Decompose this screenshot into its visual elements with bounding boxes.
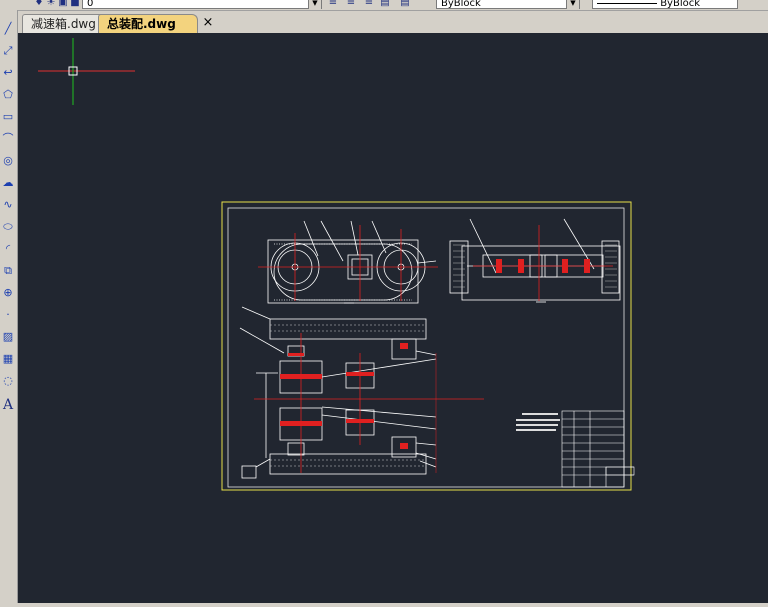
plan-center-lines xyxy=(254,333,484,473)
tab-reducer-dwg[interactable]: 减速箱.dwg xyxy=(22,14,115,33)
linetype-dropdown[interactable]: ByBlock xyxy=(592,0,738,9)
drawing-frame xyxy=(221,201,632,491)
drawing-svg xyxy=(38,38,635,491)
ellipse-icon[interactable]: ⬭ xyxy=(3,220,13,233)
tab-label: 减速箱.dwg xyxy=(31,17,96,31)
layer-color-icon[interactable]: ■ xyxy=(70,0,80,8)
layer-freeze-icon[interactable]: ☀ xyxy=(46,0,56,8)
draw-toolbar: ╱ ⤢ ↩ ⬠ ▭ ⌒ ◎ ☁ ∿ ⬭ ◜ ⧉ ⊕ · ▨ ▦ ◌ A xyxy=(0,10,18,603)
plan-red-parts xyxy=(280,343,408,449)
linetype-preview xyxy=(597,2,657,4)
point-icon[interactable]: · xyxy=(6,308,10,321)
shaft-side-view xyxy=(449,218,621,303)
document-tab-bar: 减速箱.dwg 总装配.dwg × xyxy=(18,12,768,33)
insert-block-icon[interactable]: ⧉ xyxy=(4,264,12,277)
line-icon[interactable]: ╱ xyxy=(4,22,12,35)
color-dropdown[interactable]: ByBlock ▼ xyxy=(436,0,580,9)
gradient-icon[interactable]: ▦ xyxy=(2,352,14,365)
text-icon[interactable]: A xyxy=(2,397,14,413)
technical-notes xyxy=(516,413,560,431)
color-value: ByBlock xyxy=(441,0,481,9)
hatch-icon[interactable]: ▨ xyxy=(2,330,14,343)
layer-dropdown[interactable]: 0 ▼ xyxy=(82,0,322,9)
tab-label: 总装配.dwg xyxy=(107,17,176,31)
plan-view xyxy=(239,306,437,479)
layer-on-icon[interactable]: ♦ xyxy=(34,0,44,8)
drawing-canvas[interactable] xyxy=(18,33,768,603)
shaft-center-lines xyxy=(473,225,613,301)
chain-drive-view xyxy=(267,220,437,304)
circle-icon[interactable]: ◎ xyxy=(3,154,13,167)
chevron-down-icon[interactable]: ▼ xyxy=(566,0,579,9)
properties-toolbar: ♦ ☀ ▣ ■ 0 ▼ ≡ ≡ ≡ ▤ ▤ ByBlock ▼ ByBlock xyxy=(0,0,768,11)
polygon-icon[interactable]: ⬠ xyxy=(3,88,13,101)
spline-icon[interactable]: ∿ xyxy=(3,198,13,211)
track-pattern xyxy=(270,324,426,467)
crosshair-cursor xyxy=(38,38,135,105)
tab-assembly-dwg[interactable]: 总装配.dwg xyxy=(98,14,198,33)
make-block-icon[interactable]: ⊕ xyxy=(3,286,13,299)
layer-tools-icon[interactable]: ▤ xyxy=(400,0,410,8)
ellipse-arc-icon[interactable]: ◜ xyxy=(5,242,11,255)
construction-line-icon[interactable]: ⤢ xyxy=(3,44,13,57)
chevron-down-icon[interactable]: ▼ xyxy=(308,0,321,9)
layer-lock-icon[interactable]: ▣ xyxy=(58,0,68,8)
shaft-hatching xyxy=(453,244,617,288)
linetype-value: ByBlock xyxy=(660,0,701,9)
chain-center-lines xyxy=(258,225,438,301)
title-block xyxy=(561,410,635,488)
polyline-icon[interactable]: ↩ xyxy=(3,66,13,79)
region-icon[interactable]: ◌ xyxy=(3,374,13,387)
shaft-bearings xyxy=(496,259,590,273)
layer-states-icon[interactable]: ≡ xyxy=(364,0,374,8)
rectangle-icon[interactable]: ▭ xyxy=(2,110,14,123)
layer-previous-icon[interactable]: ≡ xyxy=(346,0,356,8)
layer-manager-icon[interactable]: ▤ xyxy=(380,0,390,8)
layer-value: 0 xyxy=(87,0,94,9)
make-current-layer-icon[interactable]: ≡ xyxy=(328,0,338,8)
arc-icon[interactable]: ⌒ xyxy=(2,132,14,145)
revision-cloud-icon[interactable]: ☁ xyxy=(2,176,14,189)
close-icon[interactable]: × xyxy=(202,15,214,30)
